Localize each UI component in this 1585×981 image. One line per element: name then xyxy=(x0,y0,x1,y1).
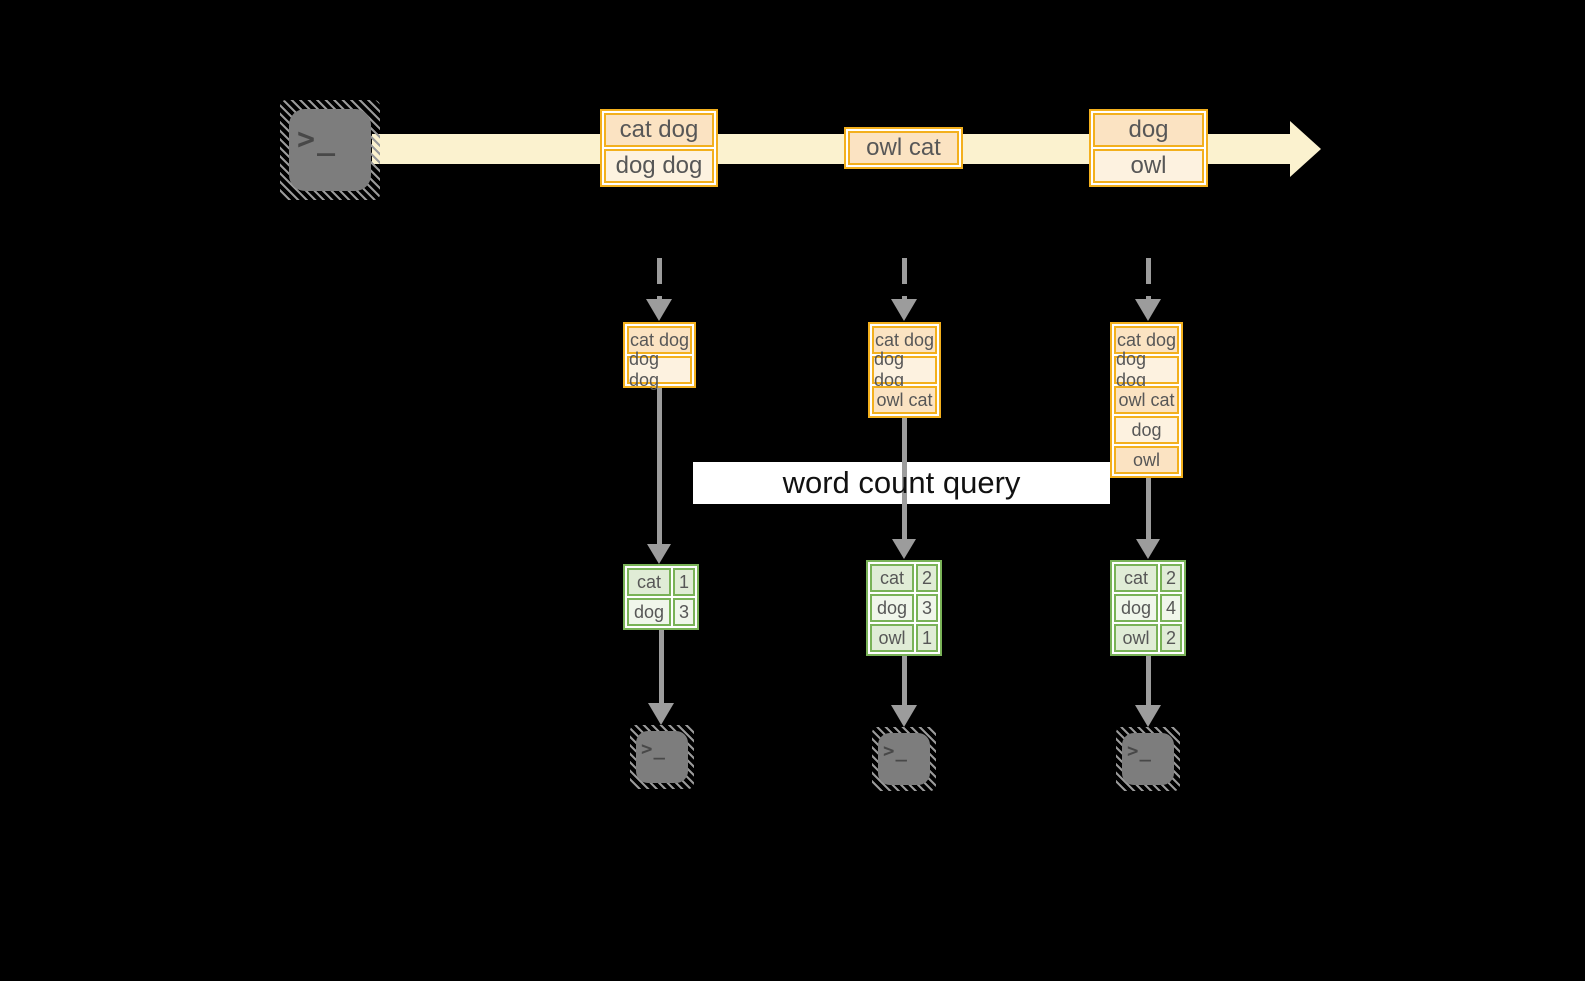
stack-cell: cat dog xyxy=(1114,326,1179,354)
batch-to-state-arrow xyxy=(657,258,662,300)
terminal-prompt-icon: >_ xyxy=(883,740,908,762)
count-to-sink-arrow xyxy=(902,656,907,707)
input-state-stack-1: cat dog dog dog xyxy=(623,322,696,390)
stack-cell: dog dog xyxy=(627,349,692,390)
word-cell: dog xyxy=(870,594,914,622)
batch-box-2: owl cat xyxy=(844,127,963,169)
batch-cell: owl cat xyxy=(848,131,959,165)
arrow-head-icon xyxy=(647,544,671,564)
word-cell: cat xyxy=(870,564,914,592)
terminal-body xyxy=(878,733,930,785)
count-cell: 2 xyxy=(1160,564,1182,592)
stack-cell: owl cat xyxy=(1114,386,1179,414)
sink-terminal-icon: >_ xyxy=(630,725,694,789)
count-cell: 3 xyxy=(673,598,695,626)
input-state-stack-3: cat dog dog dog owl cat dog owl xyxy=(1110,322,1183,478)
count-cell: 2 xyxy=(1160,624,1182,652)
word-cell: dog xyxy=(1114,594,1158,622)
count-cell: 4 xyxy=(1160,594,1182,622)
arrow-head-icon xyxy=(648,703,674,725)
arrow-head-icon xyxy=(1135,299,1161,321)
count-to-sink-arrow xyxy=(1146,656,1151,707)
stack-cell: dog dog xyxy=(1114,349,1179,390)
word-cell: owl xyxy=(870,624,914,652)
state-to-count-arrow xyxy=(902,418,907,539)
batch-cell: dog dog xyxy=(604,149,714,183)
count-cell: 1 xyxy=(916,624,938,652)
stack-cell: dog xyxy=(1114,416,1179,444)
terminal-body xyxy=(1122,733,1174,785)
word-count-table-1: cat 1 dog 3 xyxy=(623,564,699,630)
word-count-table-3: cat 2 dog 4 owl 2 xyxy=(1110,560,1186,656)
source-terminal-icon: >_ xyxy=(280,100,380,200)
count-cell: 2 xyxy=(916,564,938,592)
query-label-background xyxy=(693,462,1110,504)
stack-cell: dog dog xyxy=(872,349,937,390)
stack-cell: owl xyxy=(1114,446,1179,474)
batch-box-1: cat dog dog dog xyxy=(600,109,718,187)
word-cell: cat xyxy=(1114,564,1158,592)
stack-cell: cat dog xyxy=(872,326,937,354)
terminal-prompt-icon: >_ xyxy=(1127,740,1152,762)
terminal-prompt-icon: >_ xyxy=(641,738,666,760)
terminal-body xyxy=(636,731,688,783)
stack-cell: owl cat xyxy=(872,386,937,414)
batch-box-3: dog owl xyxy=(1089,109,1208,187)
word-count-table-2: cat 2 dog 3 owl 1 xyxy=(866,560,942,656)
arrow-head-icon xyxy=(891,299,917,321)
word-cell: dog xyxy=(627,598,671,626)
count-cell: 3 xyxy=(916,594,938,622)
input-state-stack-2: cat dog dog dog owl cat xyxy=(868,322,941,418)
arrow-head-icon xyxy=(646,299,672,321)
arrow-head-icon xyxy=(1136,539,1160,559)
state-to-count-arrow xyxy=(657,388,662,544)
batch-to-state-arrow xyxy=(1146,258,1151,300)
count-cell: 1 xyxy=(673,568,695,596)
sink-terminal-icon: >_ xyxy=(1116,727,1180,791)
batch-cell: owl xyxy=(1093,149,1204,183)
word-cell: owl xyxy=(1114,624,1158,652)
stack-cell: cat dog xyxy=(627,326,692,354)
batch-cell: dog xyxy=(1093,113,1204,147)
arrow-head-icon xyxy=(892,539,916,559)
batch-cell: cat dog xyxy=(604,113,714,147)
state-to-count-arrow xyxy=(1146,478,1151,539)
arrow-head-icon xyxy=(891,705,917,727)
sink-terminal-icon: >_ xyxy=(872,727,936,791)
stream-arrow-head-icon xyxy=(1290,121,1321,177)
batch-to-state-arrow xyxy=(902,258,907,300)
word-count-query-label: word count query xyxy=(782,465,1021,500)
terminal-body xyxy=(289,109,371,191)
terminal-prompt-icon: >_ xyxy=(297,122,338,157)
count-to-sink-arrow xyxy=(659,630,664,705)
word-cell: cat xyxy=(627,568,671,596)
arrow-head-icon xyxy=(1135,705,1161,727)
